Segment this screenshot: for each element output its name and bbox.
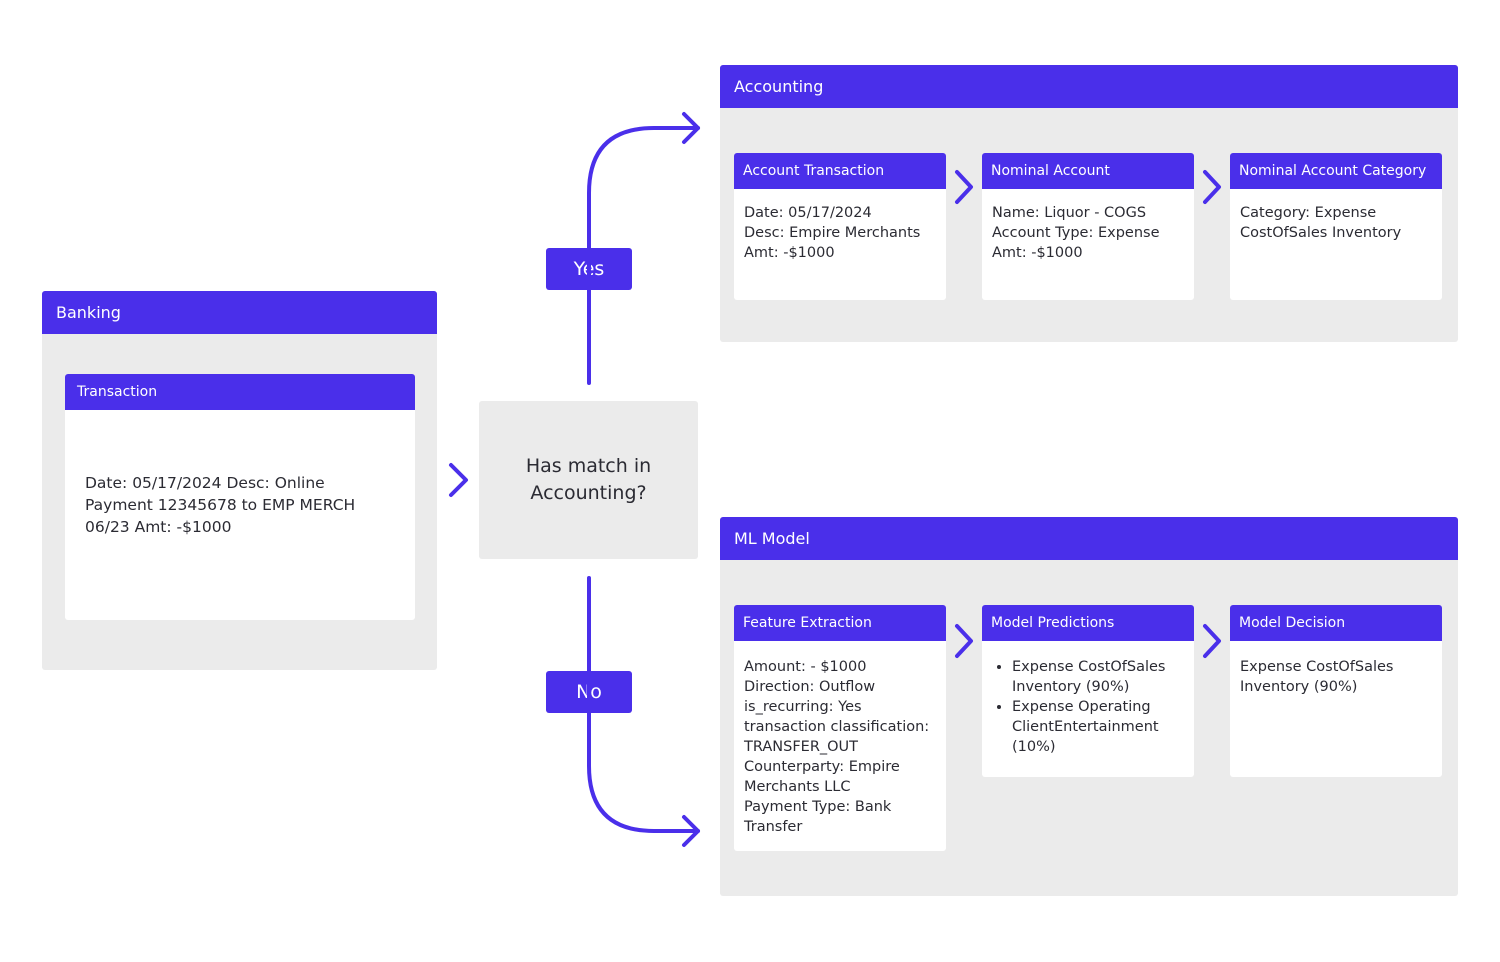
model-decision-body: Expense CostOfSales Inventory (90%) xyxy=(1230,641,1442,707)
account-transaction-date: Date: 05/17/2024 xyxy=(744,205,872,221)
feature-extraction-card: Feature Extraction Amount: - $1000 Direc… xyxy=(734,605,946,851)
decision-text: Has match in Accounting? xyxy=(525,455,652,504)
transaction-date: Date: 05/17/2024 xyxy=(85,474,222,492)
prediction-item: Expense Operating ClientEntertainment (1… xyxy=(1012,697,1184,757)
accounting-panel-title: Accounting xyxy=(720,65,1458,108)
account-transaction-card: Account Transaction Date: 05/17/2024 Des… xyxy=(734,153,946,300)
account-transaction-amount: Amt: -$1000 xyxy=(744,245,835,261)
account-transaction-body: Date: 05/17/2024 Desc: Empire Merchants … xyxy=(734,189,946,273)
prediction-item: Expense CostOfSales Inventory (90%) xyxy=(1012,657,1184,697)
feature-amount: Amount: - $1000 xyxy=(744,659,867,675)
feature-direction: Direction: Outflow xyxy=(744,679,876,695)
model-predictions-list: Expense CostOfSales Inventory (90%) Expe… xyxy=(992,657,1184,757)
nominal-account-category-title: Nominal Account Category xyxy=(1230,153,1442,189)
feature-classification: transaction classification: TRANSFER_OUT xyxy=(744,719,930,755)
ml-model-panel-title: ML Model xyxy=(720,517,1458,560)
chevron-right-icon xyxy=(449,463,468,497)
nominal-account-amount: Amt: -$1000 xyxy=(992,245,1083,261)
nominal-account-category-line-1: Category: Expense xyxy=(1240,205,1377,221)
feature-payment-type: Payment Type: Bank Transfer xyxy=(744,799,892,835)
nominal-account-category-body: Category: Expense CostOfSales Inventory xyxy=(1230,189,1442,253)
account-transaction-title: Account Transaction xyxy=(734,153,946,189)
model-predictions-body: Expense CostOfSales Inventory (90%) Expe… xyxy=(982,641,1194,767)
transaction-card: Transaction Date: 05/17/2024 Desc: Onlin… xyxy=(65,374,415,620)
model-predictions-title: Model Predictions xyxy=(982,605,1194,641)
transaction-desc: Desc: Online Payment 12345678 to EMP MER… xyxy=(85,474,356,536)
feature-extraction-title: Feature Extraction xyxy=(734,605,946,641)
model-predictions-card: Model Predictions Expense CostOfSales In… xyxy=(982,605,1194,777)
model-decision-card: Model Decision Expense CostOfSales Inven… xyxy=(1230,605,1442,777)
nominal-account-card: Nominal Account Name: Liquor - COGS Acco… xyxy=(982,153,1194,300)
nominal-account-title: Nominal Account xyxy=(982,153,1194,189)
nominal-account-name: Name: Liquor - COGS xyxy=(992,205,1147,221)
banking-panel: Banking Transaction Date: 05/17/2024 Des… xyxy=(42,291,437,670)
nominal-account-type: Account Type: Expense xyxy=(992,225,1160,241)
yes-label: Yes xyxy=(546,248,632,290)
decision-box: Has match in Accounting? xyxy=(479,401,698,559)
account-transaction-desc: Desc: Empire Merchants xyxy=(744,225,921,241)
model-decision-title: Model Decision xyxy=(1230,605,1442,641)
nominal-account-category-card: Nominal Account Category Category: Expen… xyxy=(1230,153,1442,300)
nominal-account-body: Name: Liquor - COGS Account Type: Expens… xyxy=(982,189,1194,273)
transaction-card-body: Date: 05/17/2024 Desc: Online Payment 12… xyxy=(65,410,415,538)
feature-counterparty: Counterparty: Empire Merchants LLC xyxy=(744,759,900,795)
feature-extraction-body: Amount: - $1000 Direction: Outflow is_re… xyxy=(734,641,946,847)
feature-is-recurring: is_recurring: Yes xyxy=(744,699,862,715)
yes-arrow-head xyxy=(682,112,700,144)
ml-model-panel: ML Model Feature Extraction Amount: - $1… xyxy=(720,517,1458,896)
transaction-amount: Amt: -$1000 xyxy=(134,518,232,536)
transaction-card-title: Transaction xyxy=(65,374,415,410)
nominal-account-category-line-2: CostOfSales Inventory xyxy=(1240,225,1402,241)
model-decision-line: Expense CostOfSales Inventory (90%) xyxy=(1240,659,1394,695)
no-label: No xyxy=(546,671,632,713)
no-arrow-head xyxy=(682,815,700,847)
accounting-panel: Accounting Account Transaction Date: 05/… xyxy=(720,65,1458,342)
banking-panel-title: Banking xyxy=(42,291,437,334)
